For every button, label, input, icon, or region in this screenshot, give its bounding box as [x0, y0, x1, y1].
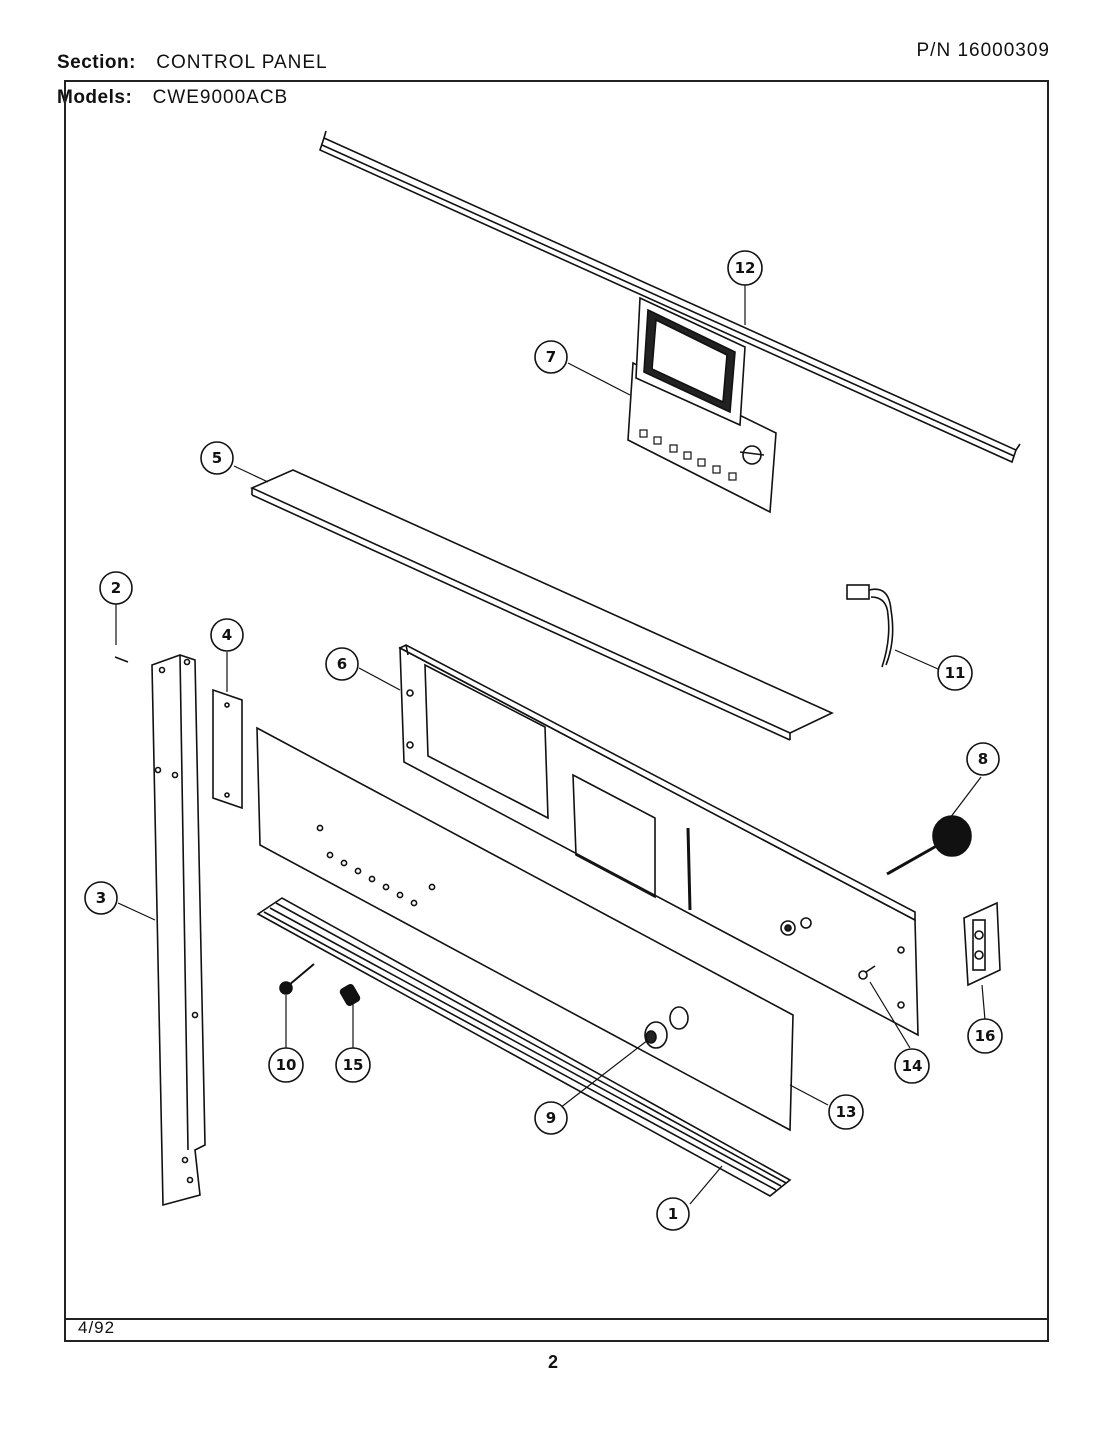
- section-heading: Section: CONTROL PANEL: [57, 52, 328, 74]
- callout-6: 6: [325, 647, 359, 681]
- callout-15-label: 15: [343, 1056, 364, 1074]
- callout-2-label: 2: [111, 579, 121, 597]
- part-11-wire-harness: [846, 584, 894, 668]
- part-6-panel-frame: [398, 644, 919, 1037]
- part-3-side-bracket: [151, 654, 206, 1207]
- models-heading: Models: CWE9000ACB: [57, 87, 288, 109]
- section-label: Section:: [57, 52, 136, 73]
- footer-divider: [64, 1318, 1049, 1320]
- callout-8: 8: [966, 742, 1000, 776]
- callout-1: 1: [656, 1197, 690, 1231]
- callout-1-label: 1: [668, 1205, 678, 1223]
- revision-date: 4/92: [78, 1318, 116, 1337]
- callout-16: 16: [967, 1018, 1003, 1054]
- part-8-knob: [886, 815, 972, 876]
- callout-16-label: 16: [975, 1027, 996, 1045]
- part-9-bushing: [644, 1006, 689, 1049]
- diagram-frame: [64, 80, 1049, 1342]
- callout-13: 13: [828, 1094, 864, 1130]
- part-14-screw: [858, 965, 876, 980]
- callout-6-label: 6: [337, 655, 347, 673]
- callout-14-label: 14: [902, 1057, 923, 1075]
- part-15-spring: [339, 984, 361, 1006]
- callout-15: 15: [335, 1047, 371, 1083]
- callout-7-label: 7: [546, 348, 556, 366]
- callout-9: 9: [534, 1101, 568, 1135]
- part-7-control-board: [627, 296, 777, 514]
- callout-11-label: 11: [945, 664, 966, 682]
- callout-13-label: 13: [836, 1103, 857, 1121]
- part-4-bracket: [212, 688, 243, 810]
- callout-4-label: 4: [222, 626, 232, 644]
- callout-2: 2: [99, 571, 133, 605]
- callouts: 12 7 5 2 4 6 11 8 3 16 10 15 14 13 9 1: [84, 250, 1003, 1231]
- models-label: Models:: [57, 87, 133, 108]
- callout-8-label: 8: [978, 750, 988, 768]
- part-number: P/N 16000309: [916, 40, 1050, 61]
- callout-3: 3: [84, 881, 118, 915]
- callout-4: 4: [210, 618, 244, 652]
- callout-12-label: 12: [735, 259, 756, 277]
- callout-14: 14: [894, 1048, 930, 1084]
- part-5-channel: [250, 469, 834, 741]
- part-12-trim-strip: [319, 130, 1021, 464]
- callout-12: 12: [727, 250, 763, 286]
- callout-3-label: 3: [96, 889, 106, 907]
- part-1-lower-trim: [256, 897, 792, 1197]
- callout-9-label: 9: [546, 1109, 556, 1127]
- callout-5-label: 5: [212, 449, 222, 467]
- leader-lines: [115, 285, 986, 1205]
- callout-10-label: 10: [276, 1056, 297, 1074]
- callout-7: 7: [534, 340, 568, 374]
- models-value: CWE9000ACB: [152, 87, 289, 108]
- section-value: CONTROL PANEL: [156, 52, 328, 73]
- callout-5: 5: [200, 441, 234, 475]
- part-2-screw: [114, 656, 129, 663]
- part-10-screw: [279, 963, 315, 995]
- part-16-switch-bracket: [963, 901, 1001, 987]
- callout-10: 10: [268, 1047, 304, 1083]
- page-number: 2: [548, 1352, 559, 1372]
- callout-11: 11: [937, 655, 973, 691]
